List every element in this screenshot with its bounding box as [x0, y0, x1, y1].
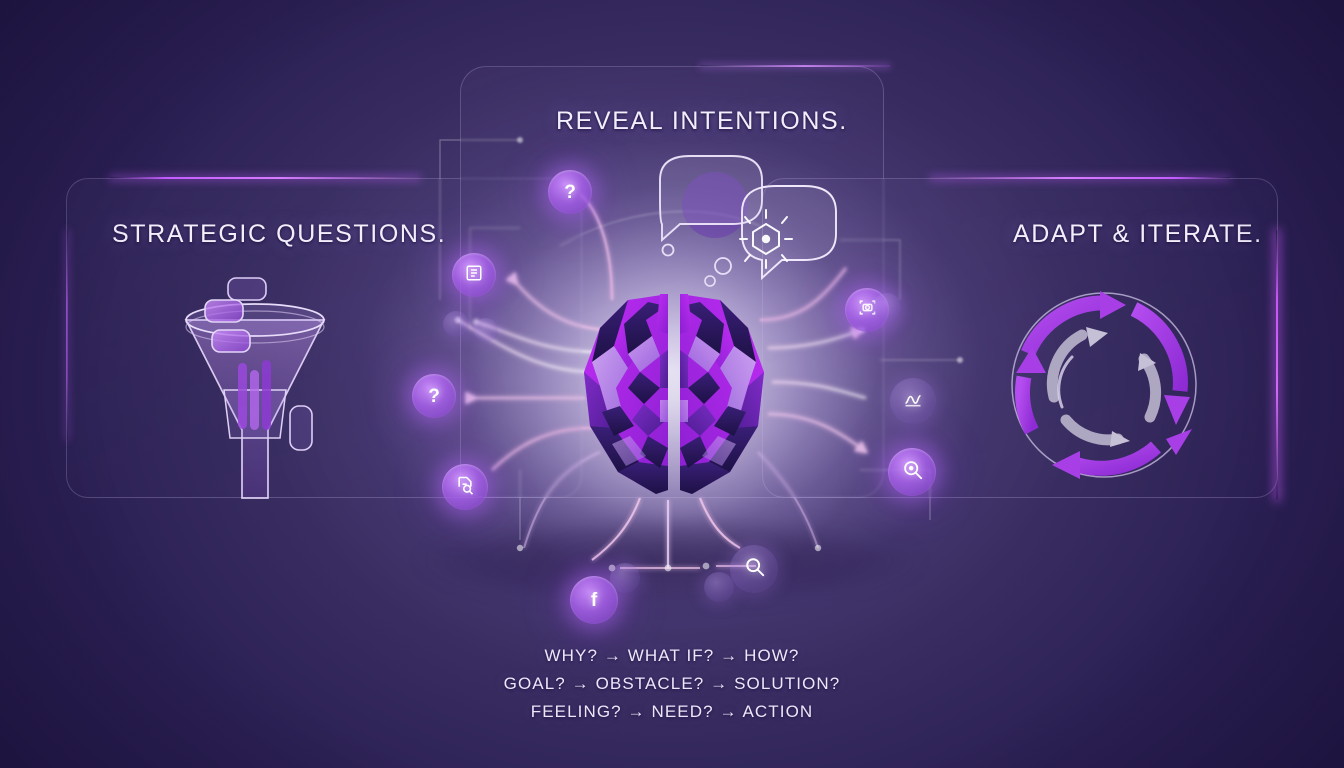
search-target-icon-glyph — [902, 459, 923, 485]
search-target-icon[interactable] — [888, 448, 936, 496]
analytics-icon-glyph — [903, 389, 923, 414]
document-icon[interactable] — [452, 253, 496, 297]
flow-line: GOAL? → OBSTACLE? → SOLUTION? — [503, 674, 841, 693]
dot-node-icon[interactable] — [704, 572, 734, 602]
ground-shadow — [330, 500, 1010, 620]
document-search-icon-glyph — [455, 475, 475, 500]
document-search-icon[interactable] — [442, 464, 488, 510]
page-title-strategic-questions: STRATEGIC QUESTIONS. — [112, 220, 447, 248]
flow-line: WHY? → WHAT IF? → HOW? — [544, 646, 800, 665]
facebook-icon-label: f — [590, 589, 598, 611]
analytics-icon[interactable] — [890, 378, 936, 424]
dot-node-icon[interactable] — [474, 318, 498, 342]
magnifier-icon-glyph — [744, 556, 765, 582]
dot-node-icon[interactable] — [873, 293, 901, 321]
magnifier-icon[interactable] — [730, 545, 778, 593]
brain-illustration — [556, 276, 792, 512]
question-mark-icon[interactable]: ? — [548, 170, 592, 214]
page-title-reveal-intentions: REVEAL INTENTIONS. — [556, 107, 848, 135]
question-mark-icon-label: ? — [564, 181, 576, 203]
question-mark-icon-label: ? — [428, 385, 440, 407]
dot-node-icon[interactable] — [610, 563, 640, 593]
dot-node-icon[interactable] — [443, 311, 469, 337]
question-flow-lines: WHY? → WHAT IF? → HOW? GOAL? → OBSTACLE?… — [0, 642, 1344, 726]
page-title-adapt-iterate: ADAPT & ITERATE. — [1013, 220, 1263, 248]
document-icon-glyph — [465, 264, 483, 287]
question-mark-icon[interactable]: ? — [412, 374, 456, 418]
flow-line: FEELING? → NEED? → ACTION — [530, 702, 814, 721]
